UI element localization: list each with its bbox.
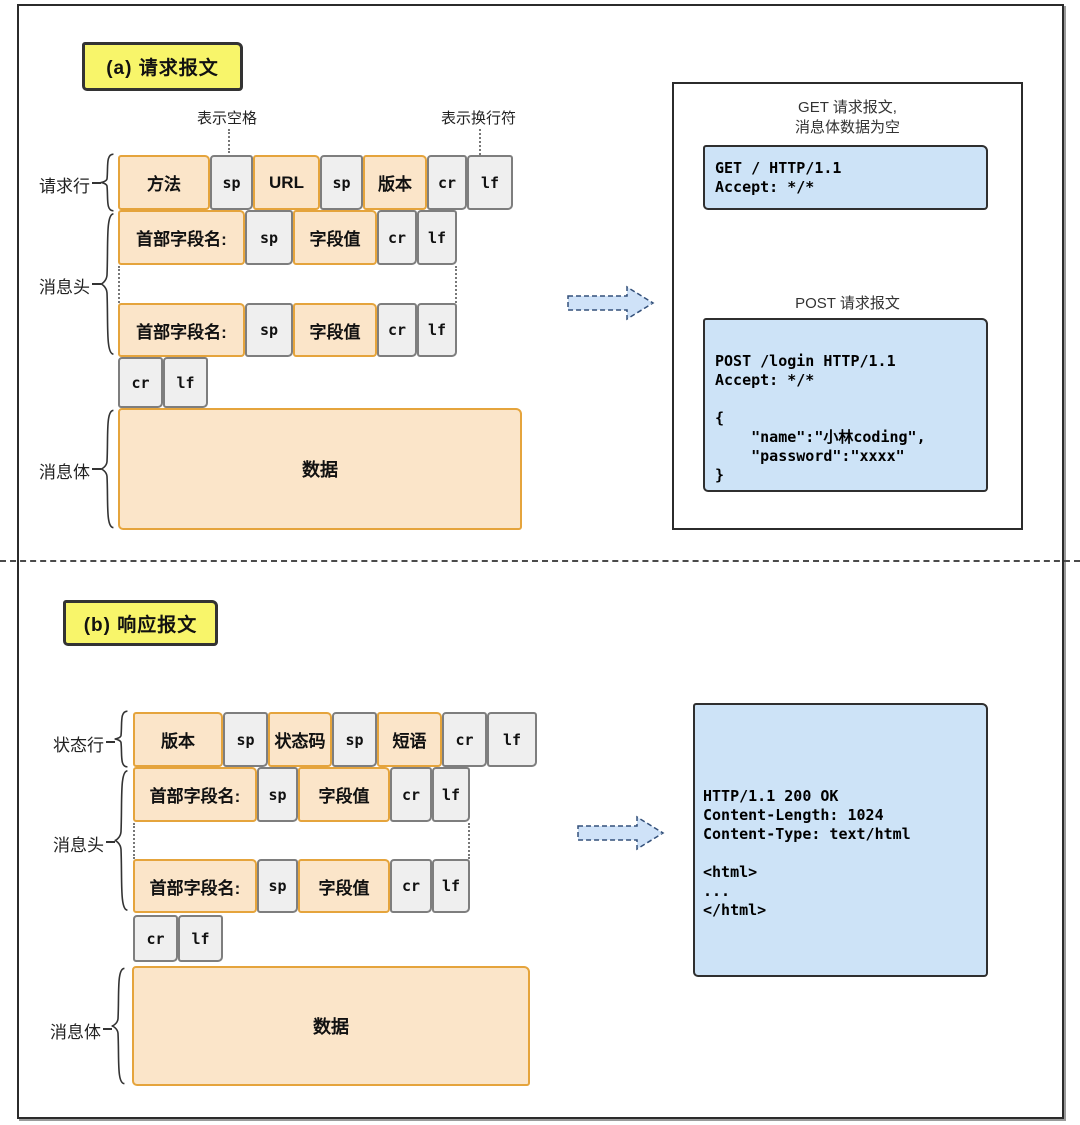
section-b-tag-label: (b) 响应报文 bbox=[83, 614, 198, 636]
cell-sp: sp bbox=[223, 712, 268, 767]
cell-sp: sp bbox=[257, 859, 298, 913]
cell-lf: lf bbox=[417, 303, 457, 357]
cell-cr: cr bbox=[390, 859, 432, 913]
cell-cr: cr bbox=[442, 712, 487, 767]
cell-sp: sp bbox=[320, 155, 363, 210]
message-body-a: 数据 bbox=[118, 408, 522, 530]
cell-cr: cr bbox=[390, 767, 432, 822]
cell-lf: lf bbox=[178, 915, 223, 962]
message-body-b: 数据 bbox=[132, 966, 530, 1086]
cell-lf: lf bbox=[467, 155, 513, 210]
brace-request-line bbox=[98, 153, 116, 212]
cell-sp: sp bbox=[245, 210, 293, 265]
cell-lf: lf bbox=[432, 859, 470, 913]
section-a-tag: (a) 请求报文 bbox=[82, 42, 243, 91]
cell-header-field-name: 首部字段名: bbox=[118, 303, 245, 357]
cell-header-field-name: 首部字段名: bbox=[118, 210, 245, 265]
message-body-a-label: 数据 bbox=[302, 460, 338, 480]
section-b-tag: (b) 响应报文 bbox=[63, 600, 218, 646]
cell-sp: sp bbox=[257, 767, 298, 822]
cell-cr: cr bbox=[377, 303, 417, 357]
label-status-line: 状态行 bbox=[53, 736, 104, 755]
brace-headers-a bbox=[98, 211, 116, 357]
get-example-code: GET / HTTP/1.1 Accept: */* bbox=[715, 159, 842, 196]
cell-reason-phrase: 短语 bbox=[377, 712, 442, 767]
response-example-box: HTTP/1.1 200 OK Content-Length: 1024 Con… bbox=[693, 703, 988, 977]
section-a-tag-label: (a) 请求报文 bbox=[106, 58, 219, 79]
cell-field-value: 字段值 bbox=[298, 767, 390, 822]
cell-lf: lf bbox=[432, 767, 470, 822]
message-body-b-label: 数据 bbox=[313, 1017, 349, 1037]
cell-url: URL bbox=[253, 155, 320, 210]
cell-lf: lf bbox=[417, 210, 457, 265]
label-headers-b: 消息头 bbox=[53, 836, 104, 855]
cell-cr: cr bbox=[427, 155, 467, 210]
headers-ellipsis-line-right bbox=[468, 823, 470, 859]
headers-ellipsis-line-left bbox=[133, 823, 135, 859]
post-example-box: POST /login HTTP/1.1 Accept: */* { "name… bbox=[703, 318, 988, 492]
headers-ellipsis-line-right bbox=[455, 266, 457, 303]
response-example-code: HTTP/1.1 200 OK Content-Length: 1024 Con… bbox=[703, 787, 911, 919]
cell-cr: cr bbox=[133, 915, 178, 962]
cell-sp: sp bbox=[332, 712, 377, 767]
brace-body-a bbox=[98, 408, 116, 530]
cell-header-field-name: 首部字段名: bbox=[133, 767, 257, 822]
brace-headers-b bbox=[112, 768, 130, 913]
cell-sp: sp bbox=[245, 303, 293, 357]
cell-version: 版本 bbox=[363, 155, 427, 210]
cell-field-value: 字段值 bbox=[293, 303, 377, 357]
annotation-space-pointer-line bbox=[228, 129, 230, 153]
get-example-box: GET / HTTP/1.1 Accept: */* bbox=[703, 145, 988, 210]
cell-field-value: 字段值 bbox=[298, 859, 390, 913]
headers-ellipsis-line-left bbox=[118, 266, 120, 303]
brace-body-b bbox=[109, 966, 127, 1086]
label-body-a: 消息体 bbox=[39, 463, 90, 482]
label-body-b: 消息体 bbox=[50, 1023, 101, 1042]
cell-cr: cr bbox=[118, 357, 163, 408]
cell-header-field-name: 首部字段名: bbox=[133, 859, 257, 913]
cell-sp: sp bbox=[210, 155, 253, 210]
cell-field-value: 字段值 bbox=[293, 210, 377, 265]
annotation-newline-pointer-line bbox=[479, 129, 481, 155]
post-example-title: POST 请求报文 bbox=[795, 295, 900, 312]
right-arrow-icon bbox=[577, 815, 665, 851]
label-headers-a: 消息头 bbox=[39, 278, 90, 297]
cell-version: 版本 bbox=[133, 712, 223, 767]
annotation-space-label: 表示空格 bbox=[197, 110, 258, 127]
get-example-title: GET 请求报文, 消息体数据为空 bbox=[794, 99, 900, 136]
cell-lf: lf bbox=[163, 357, 208, 408]
cell-cr: cr bbox=[377, 210, 417, 265]
cell-lf: lf bbox=[487, 712, 537, 767]
post-example-code: POST /login HTTP/1.1 Accept: */* { "name… bbox=[715, 352, 926, 484]
cell-status-code: 状态码 bbox=[268, 712, 332, 767]
label-request-line: 请求行 bbox=[39, 177, 90, 196]
brace-status-line bbox=[112, 710, 130, 768]
cell-method: 方法 bbox=[118, 155, 210, 210]
annotation-newline-label: 表示换行符 bbox=[441, 110, 517, 127]
section-divider-dashed-line bbox=[0, 560, 1080, 562]
right-arrow-icon bbox=[567, 285, 655, 321]
